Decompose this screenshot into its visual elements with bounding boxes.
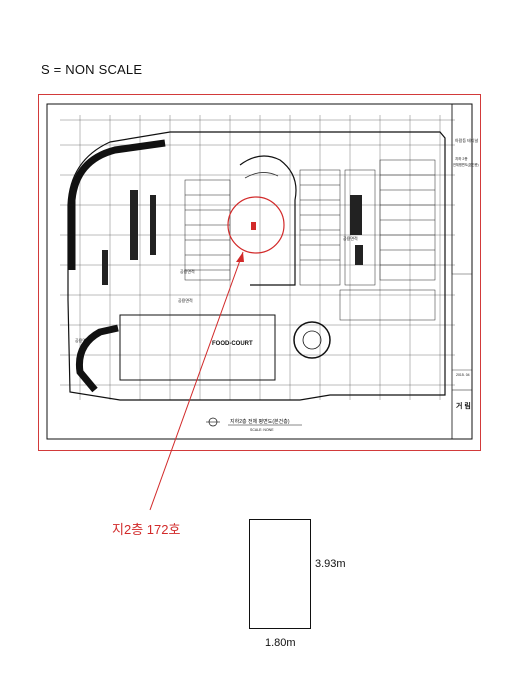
structural-grid (60, 115, 455, 400)
callout-unit-label: 지2층 172호 (112, 522, 181, 537)
drawing-scale: SCALE: NONE (250, 428, 274, 432)
building-outline (67, 131, 446, 401)
unit-plan-rectangle (249, 519, 311, 629)
scale-note: S = NON SCALE (41, 62, 143, 77)
drawing-title: 지하2층 전체 평면도(본건층) (230, 418, 290, 425)
title-block-firm: 거 림 (456, 401, 471, 410)
floor-plan-frame (38, 94, 481, 451)
target-unit-marker (251, 222, 256, 230)
food-court-area (119, 314, 276, 381)
room-label: 공용면적 (75, 337, 90, 343)
vertical-cores (102, 190, 363, 285)
food-court-label: FOOD-COURT (212, 341, 253, 347)
callout-leader-line (149, 251, 244, 511)
ramp-lower-left (75, 324, 119, 393)
title-block-sheet: 지하 2층 (455, 156, 468, 161)
title-block (451, 103, 473, 440)
callout-arrowhead (236, 252, 244, 262)
atrium-curve (239, 155, 297, 286)
unit-height-dimension: 3.93m (315, 558, 346, 570)
parking-stalls (184, 159, 436, 321)
title-block-date: 2015. 04 (456, 373, 470, 377)
room-label: 공용면적 (343, 235, 358, 241)
target-unit-circle (227, 196, 285, 254)
title-block-project: 아람등 테디널 (455, 137, 479, 143)
title-block-sheet: 전체평면도(본건층) (453, 162, 479, 167)
unit-width-dimension: 1.80m (265, 637, 296, 649)
room-label: 공용면적 (180, 268, 195, 274)
round-feature (293, 321, 331, 359)
room-label: 공용면적 (178, 297, 193, 303)
ramp-upper-left (68, 139, 166, 270)
